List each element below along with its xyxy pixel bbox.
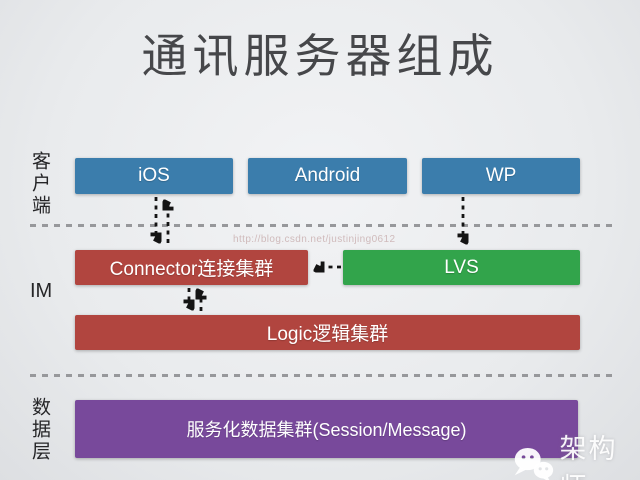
badge-name: 架构师 xyxy=(559,434,618,480)
wechat-badge: 架构师 xyxy=(512,427,640,480)
page-title: 通讯服务器组成 xyxy=(141,30,499,82)
node-lvs: LVS xyxy=(343,250,580,285)
node-ios: iOS xyxy=(75,158,233,194)
node-data-cluster: 服务化数据集群(Session/Message) xyxy=(75,400,578,458)
layer-label-im: IM xyxy=(30,280,53,302)
node-wp: WP xyxy=(422,158,580,194)
node-logic-cluster: Logic逻辑集群 xyxy=(75,315,580,350)
wechat-logo-icon xyxy=(514,447,554,480)
node-android: Android xyxy=(248,158,407,194)
node-connector-cluster: Connector连接集群 xyxy=(75,250,308,285)
layer-divider-clients-im xyxy=(30,224,612,227)
layer-label-data: 数据层 xyxy=(29,397,50,463)
layer-divider-im-data xyxy=(30,374,612,377)
watermark-text: http://blog.csdn.net/justinjing0612 xyxy=(233,234,396,245)
layer-label-clients: 客户端 xyxy=(29,151,50,217)
